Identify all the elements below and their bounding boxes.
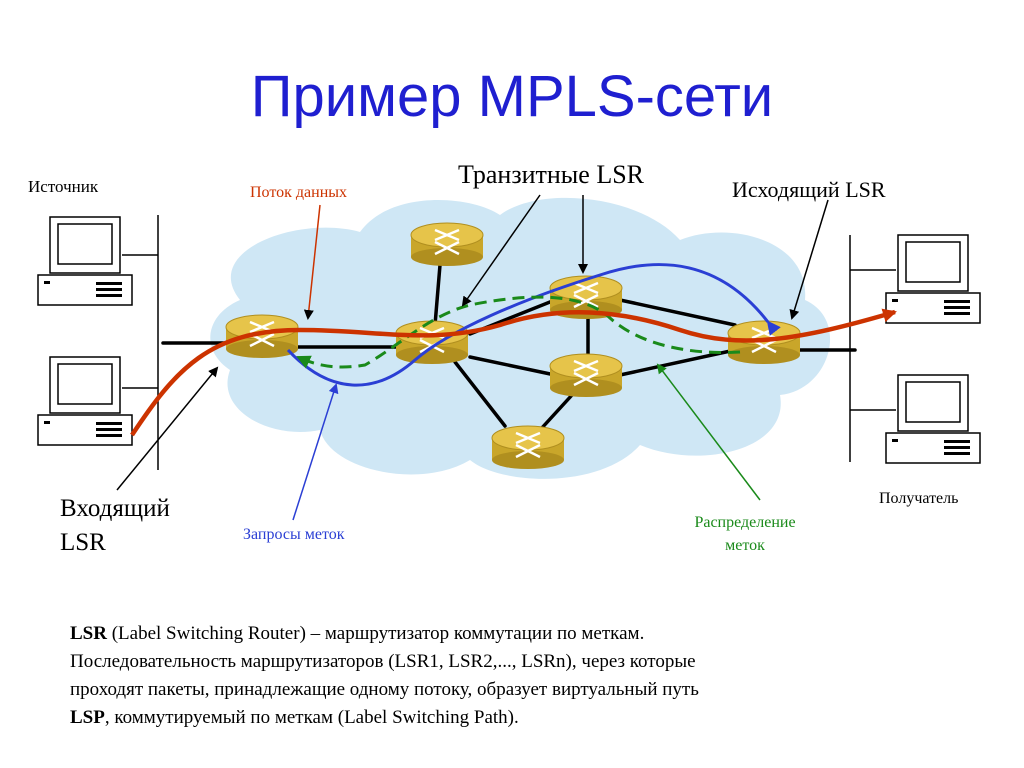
slide-title: Пример MPLS-сети (250, 64, 774, 129)
label-distribution-label: Распределение меток (660, 511, 830, 557)
ingress-lsr-label-line1: Входящий (60, 495, 170, 522)
label-distribution-path (296, 295, 741, 369)
receiver-label: Получатель (879, 490, 959, 507)
lsp-term: LSP (70, 707, 105, 728)
lsr-description: LSR (Label Switching Router) – маршрутиз… (70, 620, 970, 732)
label-distribution-pointer-arrow (656, 363, 761, 501)
description-line-2: Последовательность маршрутизаторов (LSR1… (70, 651, 696, 672)
receiver-lan-bus (849, 235, 896, 462)
description-line-3: проходят пакеты, принадлежащие одному по… (70, 679, 699, 700)
description-line-4: LSP, коммутируемый по меткам (Label Swit… (70, 704, 970, 732)
transit-lsr-label: Транзитные LSR (458, 160, 644, 189)
source-computer-2-icon (37, 356, 133, 446)
transit-router-lower-right-icon (548, 352, 624, 399)
description-line-1-text: (Label Switching Router) – маршрутизатор… (106, 623, 645, 644)
receiver-computer-1-icon (885, 234, 981, 324)
label-requests-path (286, 263, 781, 387)
ingress-lsr-label-line2: LSR (60, 529, 106, 556)
data-flow-label: Поток данных (250, 184, 348, 201)
transit-router-center-icon (394, 319, 470, 366)
receiver-computer-2-icon (885, 374, 981, 464)
egress-pointer-arrow (789, 199, 829, 320)
transit-pointer-arrow-1 (461, 194, 541, 307)
label-distribution-label-line1: Распределение (694, 514, 796, 531)
label-requests-pointer-arrow (292, 383, 339, 521)
mpls-cloud (210, 197, 831, 479)
data-flow-pointer-arrow (303, 204, 321, 320)
ingress-router-icon (224, 313, 300, 360)
source-label: Источник (28, 177, 99, 196)
description-line-1: LSR (Label Switching Router) – маршрутиз… (70, 620, 970, 648)
source-lan-bus (122, 215, 159, 470)
ingress-pointer-arrow (116, 366, 219, 491)
label-distribution-label-line2: меток (725, 537, 765, 554)
ingress-lsr-label: Входящий LSR (60, 492, 170, 560)
description-line-4-text: , коммутируемый по меткам (Label Switchi… (104, 707, 519, 728)
egress-lsr-label: Исходящий LSR (732, 177, 886, 202)
transit-router-top-icon (409, 221, 485, 268)
label-requests-label: Запросы меток (243, 526, 345, 543)
lsr-term: LSR (70, 623, 107, 644)
source-computer-1-icon (37, 216, 133, 306)
data-flow-path (130, 308, 897, 437)
transit-router-bottom-icon (490, 424, 566, 471)
